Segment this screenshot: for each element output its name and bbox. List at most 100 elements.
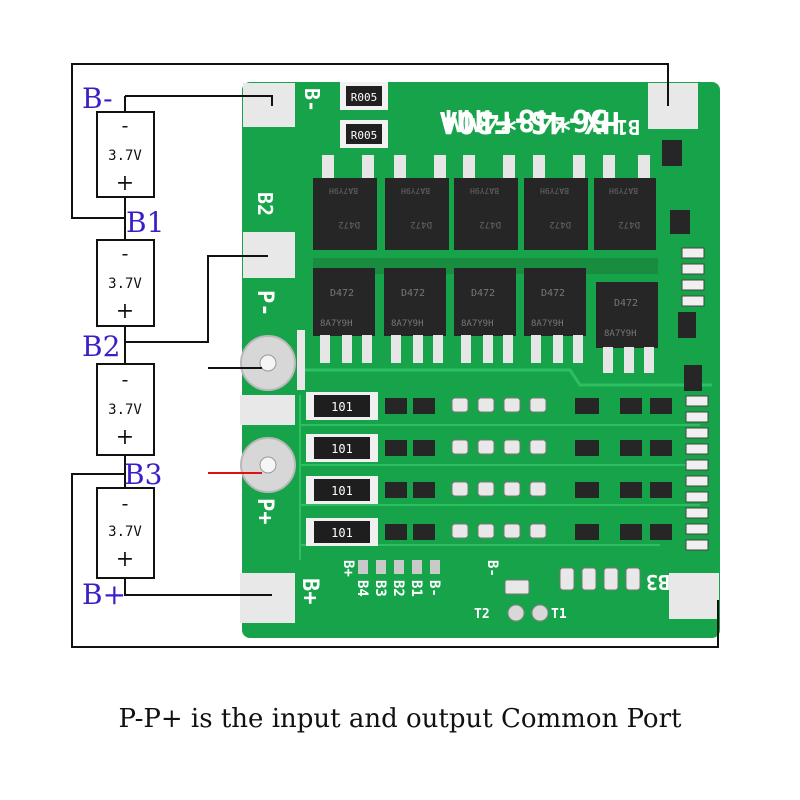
header-pin-b1: B1: [408, 580, 424, 597]
svg-text:-: -: [122, 367, 129, 391]
svg-text:8A7Y9H: 8A7Y9H: [320, 319, 353, 329]
svg-text:101: 101: [331, 400, 353, 414]
svg-text:D472: D472: [338, 219, 360, 229]
header-pin-b-minus: B-: [426, 580, 442, 597]
caption: P-P+ is the input and output Common Port: [118, 704, 682, 734]
svg-text:3.7V: 3.7V: [108, 148, 142, 164]
smd-components: [385, 140, 702, 540]
battery-cell: - 3.7V +: [96, 487, 155, 579]
svg-text:+: +: [116, 425, 134, 450]
svg-text:D472: D472: [401, 288, 425, 299]
mosfet: D472 8A7Y9H: [524, 268, 586, 363]
board-model-line1: HX-4S-F30A: [439, 104, 620, 139]
header-b-minus: B-: [484, 560, 500, 577]
silk-t1: T1: [551, 607, 567, 622]
mosfet-row-bottom: D472 8A7Y9H D472 8A7Y9H D472 8A7Y9H D472…: [313, 268, 658, 373]
svg-text:D472: D472: [410, 219, 432, 229]
svg-text:-: -: [122, 491, 129, 515]
header-pin-b2: B2: [390, 580, 406, 597]
label-b-minus: B-: [82, 82, 113, 115]
svg-text:D472: D472: [479, 219, 501, 229]
mosfet: BA7Y9H D472: [313, 155, 377, 250]
pad-p-strip: [240, 395, 295, 425]
silk-b1: B1: [616, 115, 640, 139]
wiring: [71, 63, 719, 648]
mosfet: D472 8A7Y9H: [454, 268, 516, 363]
svg-text:3.7V: 3.7V: [108, 524, 142, 540]
pad-b-minus: [243, 83, 295, 127]
svg-text:8A7Y9H: 8A7Y9H: [531, 319, 564, 329]
battery-cell: - 3.7V +: [96, 111, 155, 198]
silk-b2: B2: [253, 192, 277, 216]
svg-text:BA7Y9H: BA7Y9H: [470, 186, 499, 195]
pad-p-plus: [240, 437, 296, 493]
svg-text:D472: D472: [471, 288, 495, 299]
resistor-101: 101: [306, 434, 378, 462]
svg-text:R005: R005: [351, 91, 378, 104]
label-b-plus: B+: [82, 578, 126, 611]
pad-b3: [669, 573, 719, 619]
svg-text:101: 101: [331, 442, 353, 456]
pad-b1: [648, 83, 698, 129]
thermistor-pads: T2 T1: [474, 604, 567, 622]
svg-text:+: +: [116, 547, 134, 572]
pad-b-plus: [240, 573, 295, 623]
svg-text:101: 101: [331, 484, 353, 498]
silk-t2: T2: [474, 607, 490, 622]
shunt-resistor-1: R005: [340, 82, 388, 110]
svg-text:R005: R005: [351, 129, 378, 142]
svg-text:BA7Y9H: BA7Y9H: [401, 186, 430, 195]
svg-text:D472: D472: [541, 288, 565, 299]
svg-text:8A7Y9H: 8A7Y9H: [391, 319, 424, 329]
svg-text:D472: D472: [618, 219, 640, 229]
svg-text:3.7V: 3.7V: [108, 402, 142, 418]
smd-resistor-column: [681, 247, 709, 551]
resistor-101: 101: [306, 476, 378, 504]
mosfet-row-top: BA7Y9H D472 BA7Y9H D472 BA7Y9H D472 BA7Y…: [313, 155, 656, 250]
shunt-resistor-2: R005: [340, 120, 388, 148]
balance-resistors: 101 101 101 101: [306, 392, 378, 546]
mosfet: BA7Y9H D472: [594, 155, 656, 250]
mosfet: BA7Y9H D472: [385, 155, 449, 250]
resistor-101: 101: [306, 392, 378, 420]
mosfet: D472 8A7Y9H: [596, 282, 658, 373]
mosfet: D472 8A7Y9H: [384, 268, 446, 363]
svg-text:8A7Y9H: 8A7Y9H: [604, 329, 637, 339]
silk-b-plus: B+: [297, 578, 322, 605]
mosfet: BA7Y9H D472: [454, 155, 518, 250]
silk-p-plus: P+: [252, 498, 277, 525]
svg-text:3.7V: 3.7V: [108, 276, 142, 292]
mosfet: D472 8A7Y9H: [313, 268, 375, 363]
battery-cell: - 3.7V +: [96, 363, 155, 456]
silk-p-minus: P-: [252, 290, 277, 317]
label-b1: B1: [126, 206, 164, 239]
silk-b-minus: B-: [300, 88, 324, 112]
svg-text:BA7Y9H: BA7Y9H: [609, 186, 638, 195]
header-pin-b3: B3: [372, 580, 388, 597]
balance-header: B+ B- B4 B3 B2 B1 B-: [340, 560, 500, 597]
svg-text:BA7Y9H: BA7Y9H: [540, 186, 569, 195]
board-model-line2: 56*48*4MM: [445, 102, 608, 137]
smd-caps: [451, 397, 641, 595]
header-b-plus: B+: [340, 560, 356, 577]
svg-text:8A7Y9H: 8A7Y9H: [461, 319, 494, 329]
label-b2: B2: [82, 330, 120, 363]
svg-text:-: -: [122, 113, 129, 137]
label-b3: B3: [124, 458, 162, 491]
svg-text:BA7Y9H: BA7Y9H: [329, 186, 358, 195]
svg-text:+: +: [116, 171, 134, 196]
header-pin-b4: B4: [354, 580, 370, 597]
resistor-101: 101: [306, 518, 378, 546]
svg-text:D472: D472: [549, 219, 571, 229]
silk-b3: B3: [646, 570, 670, 594]
mosfet: BA7Y9H D472: [524, 155, 588, 250]
pad-p-minus: [240, 335, 296, 391]
svg-text:D472: D472: [614, 298, 638, 309]
battery-cell: - 3.7V +: [96, 239, 155, 327]
svg-text:-: -: [122, 241, 129, 265]
pad-p-strip-2: [297, 330, 305, 390]
svg-text:D472: D472: [330, 288, 354, 299]
svg-text:101: 101: [331, 526, 353, 540]
svg-text:+: +: [116, 299, 134, 324]
